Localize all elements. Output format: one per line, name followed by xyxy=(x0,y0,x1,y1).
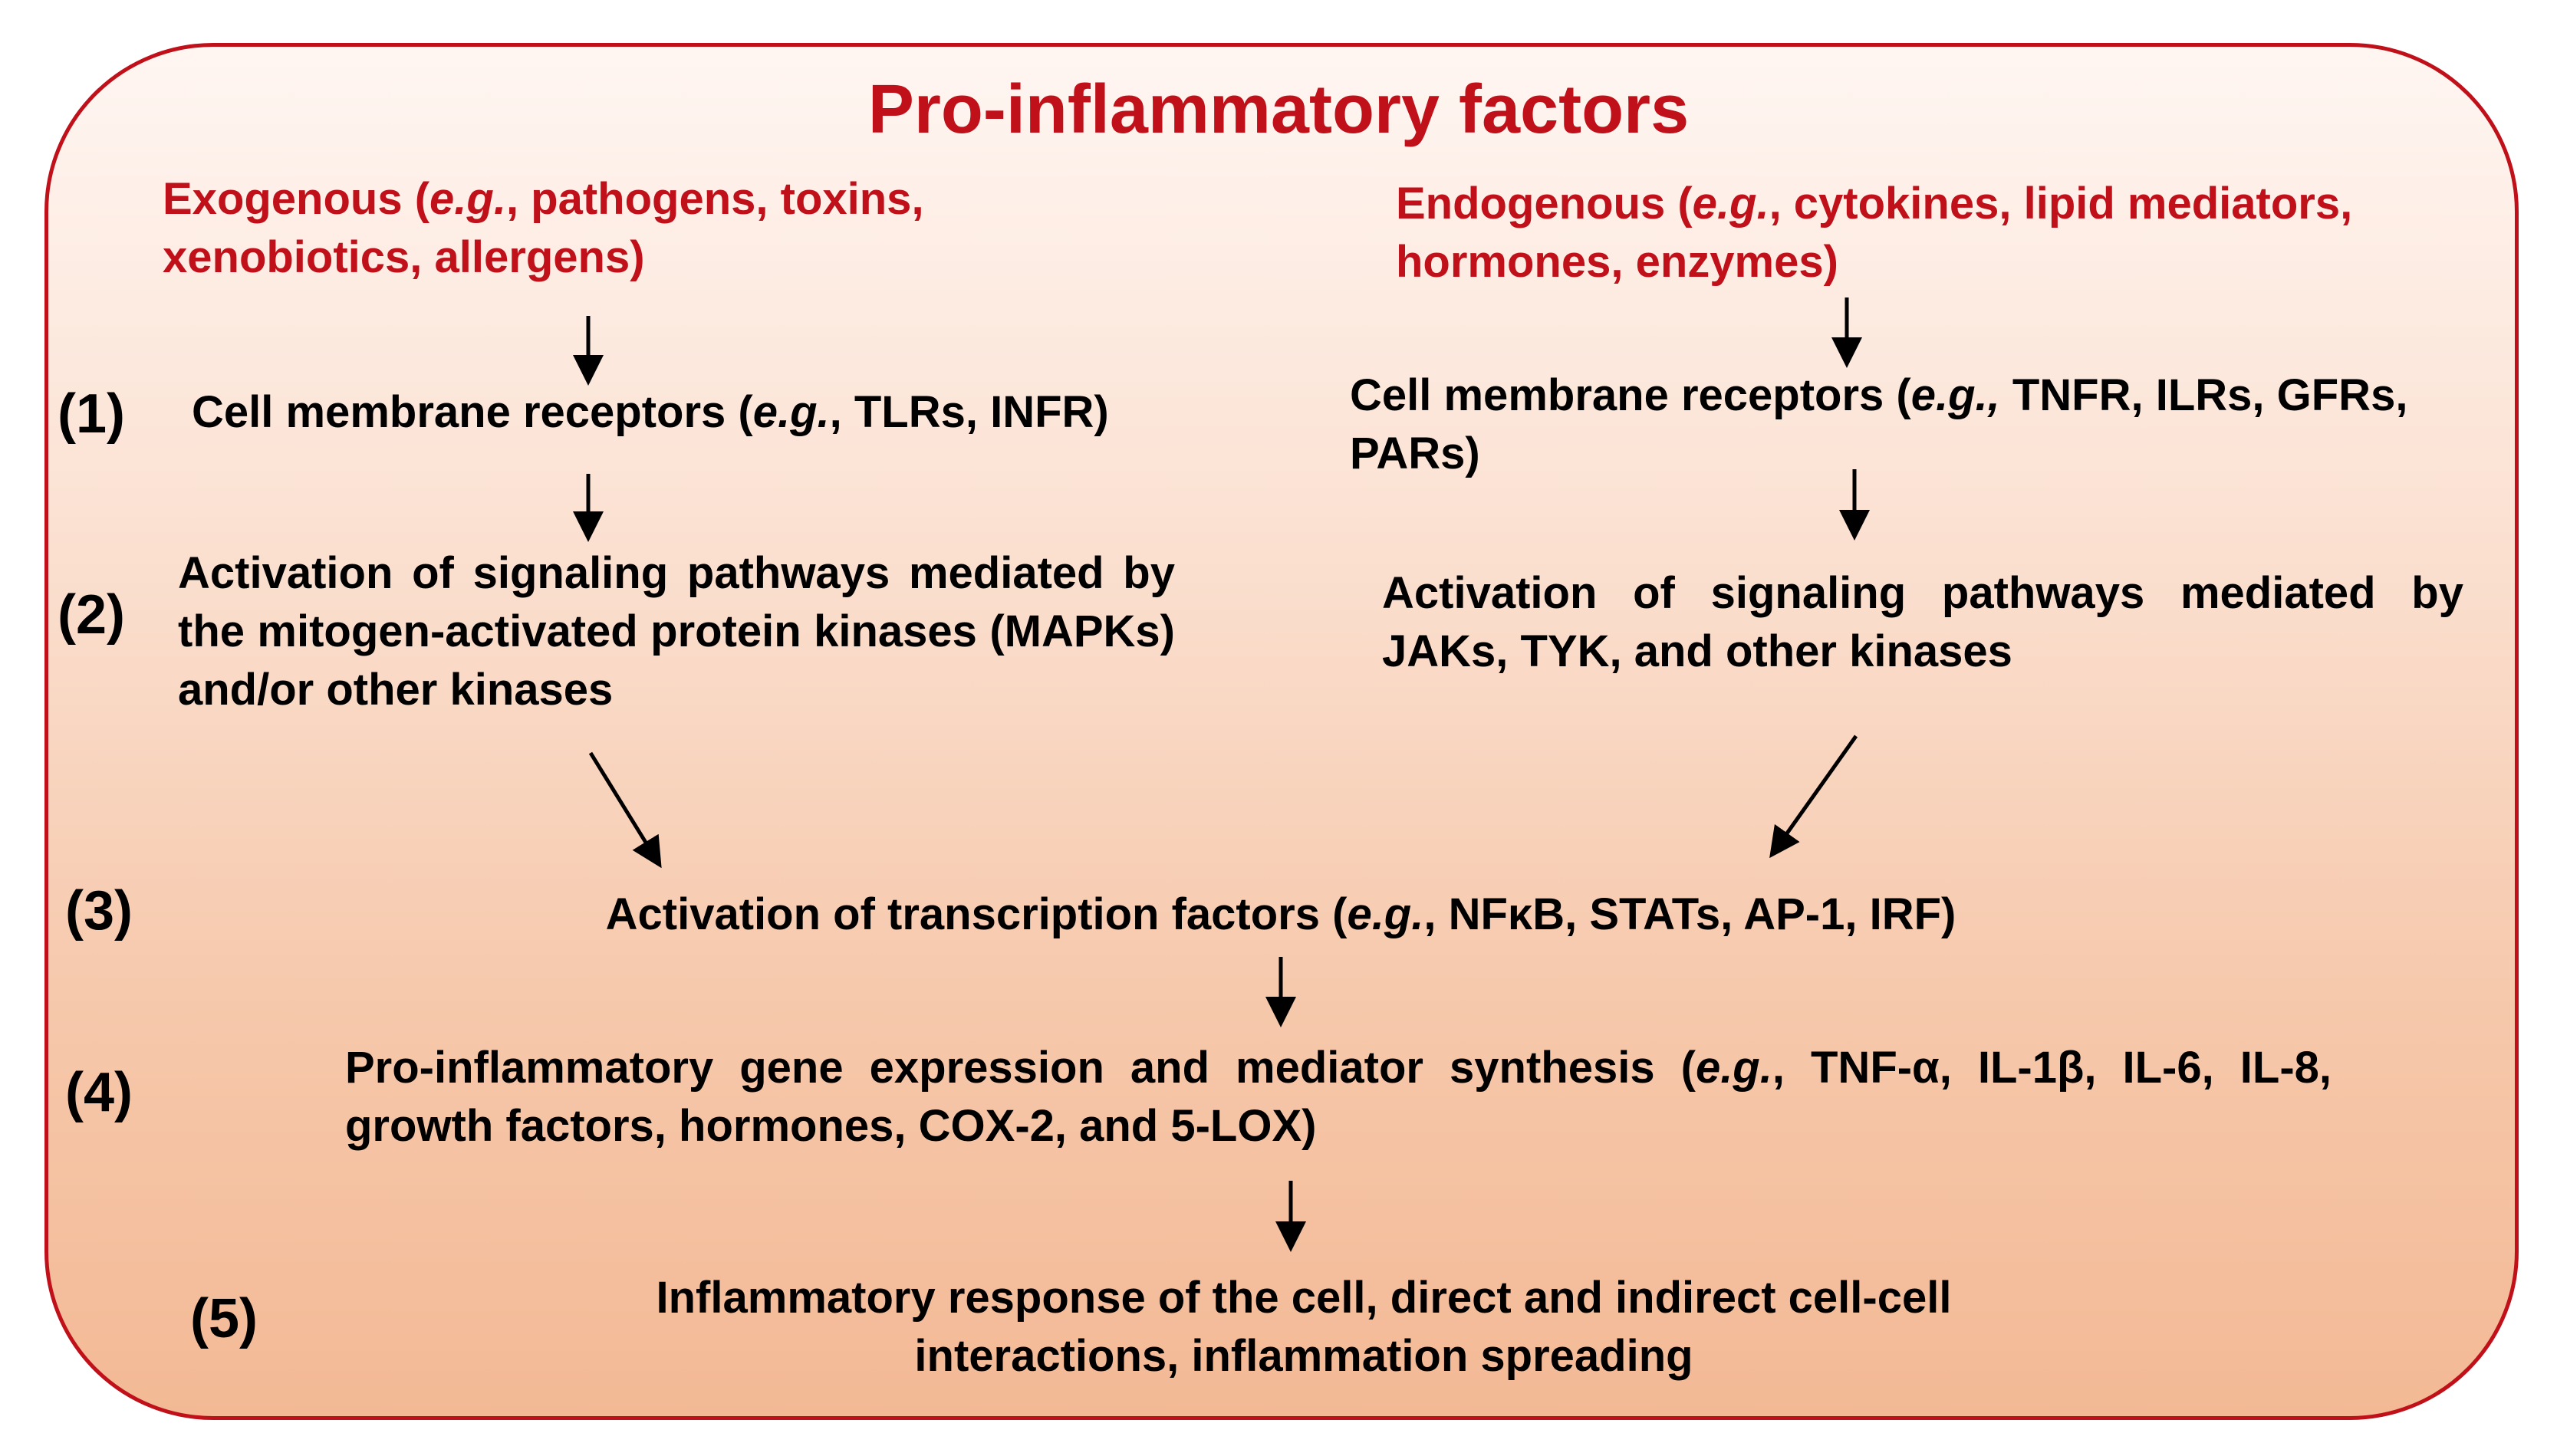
right-receptors-prefix: Cell membrane receptors ( xyxy=(1350,370,1911,420)
exogenous-factors: Exogenous (e.g., pathogens, toxins, xeno… xyxy=(163,170,1029,287)
exogenous-prefix: Exogenous ( xyxy=(163,174,430,224)
transcription-prefix: Activation of transcription factors ( xyxy=(605,889,1348,939)
left-receptors-suffix: , TLRs, INFR) xyxy=(829,387,1109,437)
diagram-title: Pro-inflammatory factors xyxy=(867,71,1690,148)
transcription-factors: Activation of transcription factors (e.g… xyxy=(383,886,2178,944)
step-number-4: (4) xyxy=(65,1062,133,1123)
left-receptors-eg: e.g. xyxy=(752,387,830,437)
inflammatory-response: Inflammatory response of the cell, direc… xyxy=(656,1273,1952,1381)
right-receptors-eg: e.g., xyxy=(1910,370,2000,420)
gene-expression-eg: e.g. xyxy=(1695,1043,1772,1093)
endogenous-factors: Endogenous (e.g., cytokines, lipid media… xyxy=(1396,175,2454,291)
exogenous-eg: e.g. xyxy=(429,174,506,224)
right-cell-membrane-receptors: Cell membrane receptors (e.g., TNFR, ILR… xyxy=(1350,366,2493,483)
step-number-2: (2) xyxy=(58,584,125,646)
left-cell-membrane-receptors: Cell membrane receptors (e.g., TLRs, INF… xyxy=(192,383,1227,442)
diagram-frame xyxy=(44,43,2519,1420)
endogenous-prefix: Endogenous ( xyxy=(1396,179,1693,228)
gene-expression-prefix: Pro-inflammatory gene expression and med… xyxy=(345,1043,1696,1093)
gene-expression-suffix: , TNF-α, IL-1β, IL-6, IL-8, growth facto… xyxy=(345,1043,2332,1151)
transcription-eg: e.g. xyxy=(1347,889,1424,939)
gene-expression-mediator-synthesis: Pro-inflammatory gene expression and med… xyxy=(345,1039,2332,1155)
left-signaling-pathways: Activation of signaling pathways mediate… xyxy=(178,548,1175,715)
endogenous-eg: e.g. xyxy=(1692,179,1769,228)
step-number-1: (1) xyxy=(58,383,125,445)
right-signaling-pathways: Activation of signaling pathways mediate… xyxy=(1382,568,2463,676)
step-number-3: (3) xyxy=(65,880,133,942)
step-number-5: (5) xyxy=(190,1288,258,1349)
endogenous-suffix: , cytokines, lipid mediators, hormones, … xyxy=(1396,179,2353,287)
right-receptors-suffix: TNFR, ILRs, GFRs, PARs) xyxy=(1350,370,2408,478)
exogenous-suffix: , pathogens, toxins, xenobiotics, allerg… xyxy=(163,174,924,282)
left-receptors-prefix: Cell membrane receptors ( xyxy=(192,387,753,437)
transcription-suffix: , NFκB, STATs, AP-1, IRF) xyxy=(1423,889,1956,939)
